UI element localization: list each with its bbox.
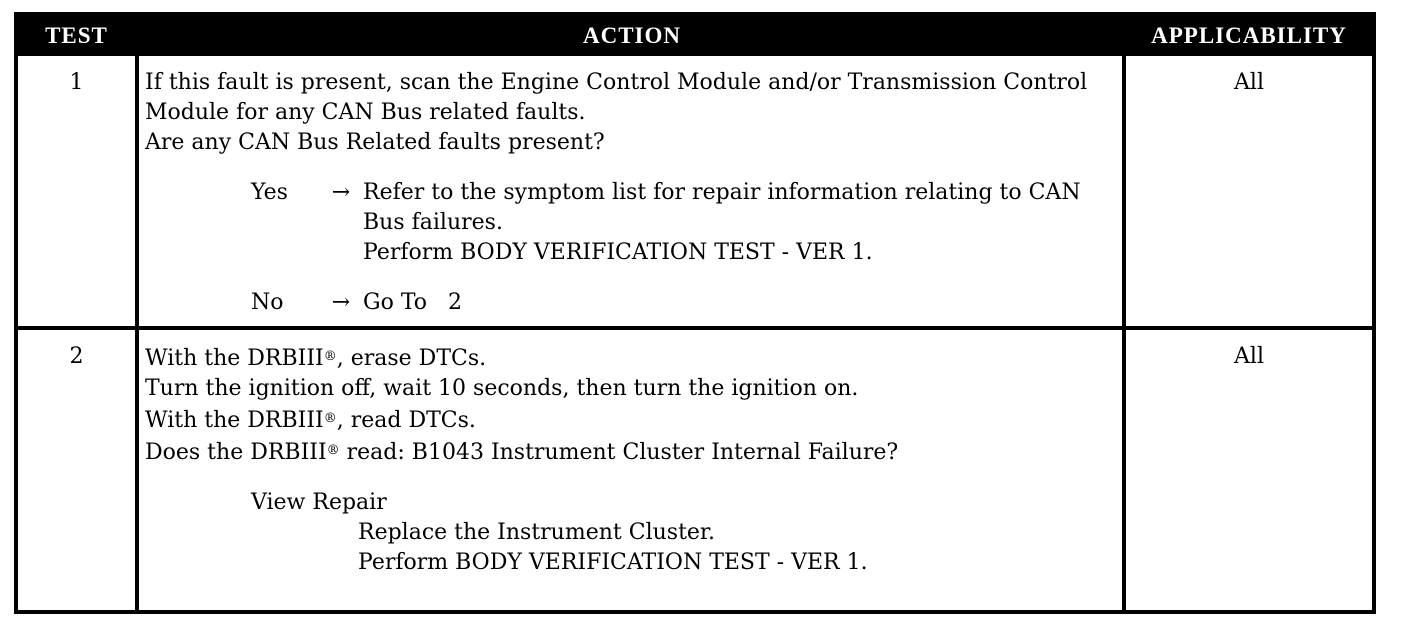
column-divider [135,56,139,614]
yes-instructions: Refer to the symptom list for repair inf… [363,178,1120,268]
response-text: Bus failures. [363,210,503,235]
registered-mark: ® [323,411,337,426]
diagnostic-test-table: TEST ACTION APPLICABILITY 1 If this faul… [14,12,1376,614]
test-number: 2 [69,344,84,369]
applicability-value: All [1234,344,1264,369]
response-text: Refer to the symptom list for repair inf… [363,180,1081,205]
action-text: Are any CAN Bus Related faults present? [145,130,605,155]
action-text: With the DRBIII®, read DTCs. [145,408,476,433]
header-applicability: APPLICABILITY [1151,23,1347,48]
table-header: TEST ACTION APPLICABILITY [18,16,1372,56]
action-text: Turn the ignition off, wait 10 seconds, … [145,376,859,401]
view-repair-label: View Repair [251,490,387,515]
action-text: With the DRBIII®, erase DTCs. [145,346,487,371]
right-arrow-icon: → [331,180,351,205]
registered-mark: ® [323,349,337,364]
no-instruction: Go To 2 [363,290,462,315]
row-divider [18,326,1372,330]
repair-text: Replace the Instrument Cluster. [358,520,716,545]
header-action: ACTION [582,23,681,48]
no-label: No [251,290,284,315]
yes-response: Yes → Refer to the symptom list for repa… [145,178,1120,268]
action-text: Does the DRBIII® read: B1043 Instrument … [145,440,899,465]
column-divider [1122,56,1126,614]
test-number: 1 [69,70,84,95]
right-arrow-icon: → [331,290,351,315]
action-cell: With the DRBIII®, erase DTCs. Turn the i… [145,342,1120,578]
applicability-value: All [1234,70,1264,95]
action-cell: If this fault is present, scan the Engin… [145,68,1120,318]
action-text: If this fault is present, scan the Engin… [145,70,1088,95]
registered-mark: ® [326,443,340,458]
response-text: Perform BODY VERIFICATION TEST - VER 1. [363,240,873,265]
action-text: Module for any CAN Bus related faults. [145,100,586,125]
header-test: TEST [45,23,108,48]
no-response: No → Go To 2 [145,288,1120,318]
yes-label: Yes [251,180,288,205]
repair-text: Perform BODY VERIFICATION TEST - VER 1. [358,550,868,575]
